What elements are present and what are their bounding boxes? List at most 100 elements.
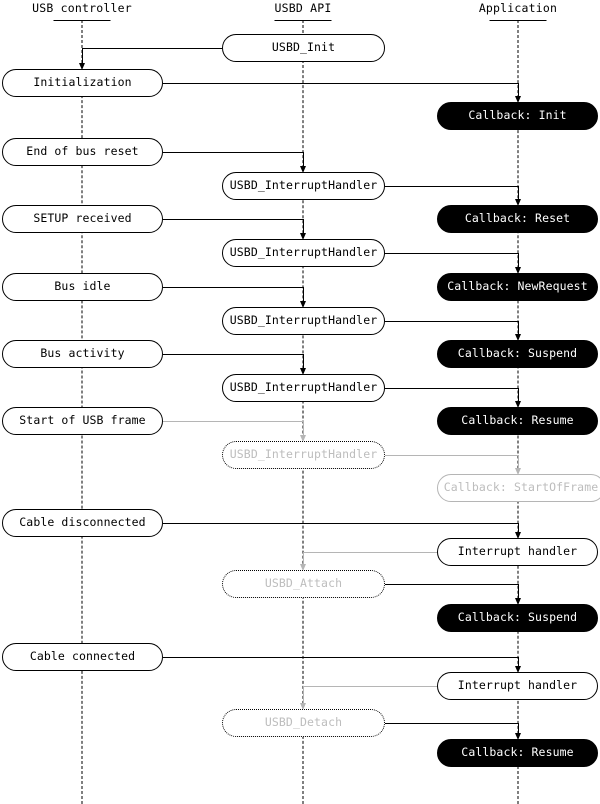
edge-setup-received-to-irq-handler-2-horizontal	[163, 219, 303, 220]
node-label-irq-handler-2: USBD_InterruptHandler	[229, 245, 378, 260]
node-label-usbd-detach: USBD_Detach	[264, 715, 343, 730]
node-initialization[interactable]: Initialization	[2, 69, 163, 97]
edge-usbd-detach-to-callback-resume-2-vertical	[518, 723, 519, 738]
node-label-interrupt-handler-1: Interrupt handler	[457, 544, 578, 559]
node-bus-activity[interactable]: Bus activity	[2, 340, 163, 368]
edge-interrupt-handler-2-to-usbd-detach-vertical	[303, 686, 304, 708]
edge-start-of-usb-frame-to-irq-handler-5-vertical	[303, 421, 304, 440]
edge-bus-idle-to-irq-handler-3-arrowhead	[300, 301, 306, 308]
edge-bus-activity-to-irq-handler-4-horizontal	[163, 354, 303, 355]
edge-usbd-attach-to-callback-suspend-2-arrowhead	[515, 598, 521, 605]
edge-cable-connected-to-interrupt-handler-2-vertical	[518, 657, 519, 671]
edge-bus-activity-to-irq-handler-4-vertical	[303, 354, 304, 373]
edge-irq-handler-1-to-callback-reset-arrowhead	[515, 199, 521, 206]
edge-cable-disconnected-to-interrupt-handler-1-vertical	[518, 523, 519, 537]
node-irq-handler-3[interactable]: USBD_InterruptHandler	[222, 307, 385, 335]
edge-interrupt-handler-1-to-usbd-attach-arrowhead	[300, 564, 306, 571]
node-label-end-of-bus-reset: End of bus reset	[26, 144, 139, 159]
node-label-bus-idle: Bus idle	[54, 279, 111, 294]
edge-interrupt-handler-2-to-usbd-detach-horizontal	[303, 686, 437, 687]
node-label-irq-handler-3: USBD_InterruptHandler	[229, 313, 378, 328]
lane-header-application: Application	[478, 1, 558, 15]
edge-interrupt-handler-1-to-usbd-attach-vertical	[303, 552, 304, 569]
node-callback-suspend-2[interactable]: Callback: Suspend	[437, 604, 598, 632]
edge-cable-connected-to-interrupt-handler-2-arrowhead	[515, 666, 521, 673]
edge-irq-handler-5-to-callback-startofframe-horizontal	[385, 455, 518, 456]
edge-interrupt-handler-1-to-usbd-attach-horizontal	[303, 552, 437, 553]
edge-cable-disconnected-to-interrupt-handler-1-arrowhead	[515, 532, 521, 539]
edge-usbd-init-to-initialization-vertical	[82, 48, 83, 68]
node-irq-handler-4[interactable]: USBD_InterruptHandler	[222, 374, 385, 402]
edge-initialization-to-callback-init-arrowhead	[515, 96, 521, 103]
edge-setup-received-to-irq-handler-2-vertical	[303, 219, 304, 238]
node-label-initialization: Initialization	[33, 75, 132, 90]
edge-irq-handler-5-to-callback-startofframe-vertical	[518, 455, 519, 473]
node-callback-reset[interactable]: Callback: Reset	[437, 205, 598, 233]
edge-irq-handler-2-to-callback-newrequest-vertical	[518, 253, 519, 272]
edge-irq-handler-4-to-callback-resume-1-vertical	[518, 388, 519, 406]
edge-bus-activity-to-irq-handler-4-arrowhead	[300, 368, 306, 375]
node-label-interrupt-handler-2: Interrupt handler	[457, 678, 578, 693]
node-label-setup-received: SETUP received	[33, 211, 132, 226]
node-label-callback-suspend-1: Callback: Suspend	[457, 346, 578, 361]
node-bus-idle[interactable]: Bus idle	[2, 273, 163, 301]
node-interrupt-handler-2[interactable]: Interrupt handler	[437, 672, 598, 700]
edge-cable-disconnected-to-interrupt-handler-1-horizontal	[163, 523, 518, 524]
edge-usbd-attach-to-callback-suspend-2-horizontal	[385, 584, 518, 585]
node-callback-resume-2[interactable]: Callback: Resume	[437, 739, 598, 767]
node-label-bus-activity: Bus activity	[40, 346, 125, 361]
edge-irq-handler-3-to-callback-suspend-1-vertical	[518, 321, 519, 339]
node-usbd-init[interactable]: USBD_Init	[222, 34, 385, 62]
node-irq-handler-2[interactable]: USBD_InterruptHandler	[222, 239, 385, 267]
edge-initialization-to-callback-init-vertical	[518, 83, 519, 101]
edge-irq-handler-4-to-callback-resume-1-horizontal	[385, 388, 518, 389]
node-start-of-usb-frame[interactable]: Start of USB frame	[2, 407, 163, 435]
node-label-callback-newrequest: Callback: NewRequest	[447, 279, 588, 294]
edge-bus-idle-to-irq-handler-3-vertical	[303, 287, 304, 306]
edge-start-of-usb-frame-to-irq-handler-5-horizontal	[163, 421, 303, 422]
node-irq-handler-5[interactable]: USBD_InterruptHandler	[222, 441, 385, 469]
edge-irq-handler-5-to-callback-startofframe-arrowhead	[515, 468, 521, 475]
node-setup-received[interactable]: SETUP received	[2, 205, 163, 233]
edge-usbd-init-to-initialization-arrowhead	[79, 63, 85, 70]
node-end-of-bus-reset[interactable]: End of bus reset	[2, 138, 163, 166]
node-callback-resume-1[interactable]: Callback: Resume	[437, 407, 598, 435]
edge-irq-handler-2-to-callback-newrequest-horizontal	[385, 253, 518, 254]
node-usbd-detach[interactable]: USBD_Detach	[222, 709, 385, 737]
lane-header-usb-controller: USB controller	[32, 1, 132, 15]
node-label-callback-resume-1: Callback: Resume	[461, 413, 574, 428]
edge-irq-handler-3-to-callback-suspend-1-arrowhead	[515, 334, 521, 341]
edge-initialization-to-callback-init-horizontal	[163, 83, 518, 84]
edge-interrupt-handler-2-to-usbd-detach-arrowhead	[300, 703, 306, 710]
node-label-irq-handler-5: USBD_InterruptHandler	[229, 447, 378, 462]
edge-end-of-bus-reset-to-irq-handler-1-arrowhead	[300, 166, 306, 173]
edge-end-of-bus-reset-to-irq-handler-1-horizontal	[163, 152, 303, 153]
edge-usbd-init-to-initialization-horizontal	[82, 48, 222, 49]
edge-irq-handler-2-to-callback-newrequest-arrowhead	[515, 267, 521, 274]
node-irq-handler-1[interactable]: USBD_InterruptHandler	[222, 172, 385, 200]
edge-usbd-detach-to-callback-resume-2-arrowhead	[515, 733, 521, 740]
edge-irq-handler-1-to-callback-reset-vertical	[518, 186, 519, 204]
node-label-cable-connected: Cable connected	[29, 649, 136, 664]
node-label-callback-suspend-2: Callback: Suspend	[457, 610, 578, 625]
node-interrupt-handler-1[interactable]: Interrupt handler	[437, 538, 598, 566]
node-usbd-attach[interactable]: USBD_Attach	[222, 570, 385, 598]
edge-cable-connected-to-interrupt-handler-2-horizontal	[163, 657, 518, 658]
node-callback-init[interactable]: Callback: Init	[437, 102, 598, 130]
lane-header-usbd-api: USBD API	[274, 1, 332, 15]
node-callback-suspend-1[interactable]: Callback: Suspend	[437, 340, 598, 368]
node-label-callback-init: Callback: Init	[468, 108, 567, 123]
node-label-irq-handler-1: USBD_InterruptHandler	[229, 178, 378, 193]
edge-setup-received-to-irq-handler-2-arrowhead	[300, 233, 306, 240]
node-label-irq-handler-4: USBD_InterruptHandler	[229, 380, 378, 395]
node-callback-startofframe[interactable]: Callback: StartOfFrame	[437, 474, 600, 502]
node-cable-disconnected[interactable]: Cable disconnected	[2, 509, 163, 537]
node-label-callback-reset: Callback: Reset	[464, 211, 571, 226]
node-label-callback-startofframe: Callback: StartOfFrame	[443, 480, 599, 495]
node-callback-newrequest[interactable]: Callback: NewRequest	[437, 273, 598, 301]
edge-start-of-usb-frame-to-irq-handler-5-arrowhead	[300, 435, 306, 442]
node-cable-connected[interactable]: Cable connected	[2, 643, 163, 671]
lifeline-usbd-api	[302, 20, 304, 804]
node-label-usbd-init: USBD_Init	[271, 40, 336, 55]
